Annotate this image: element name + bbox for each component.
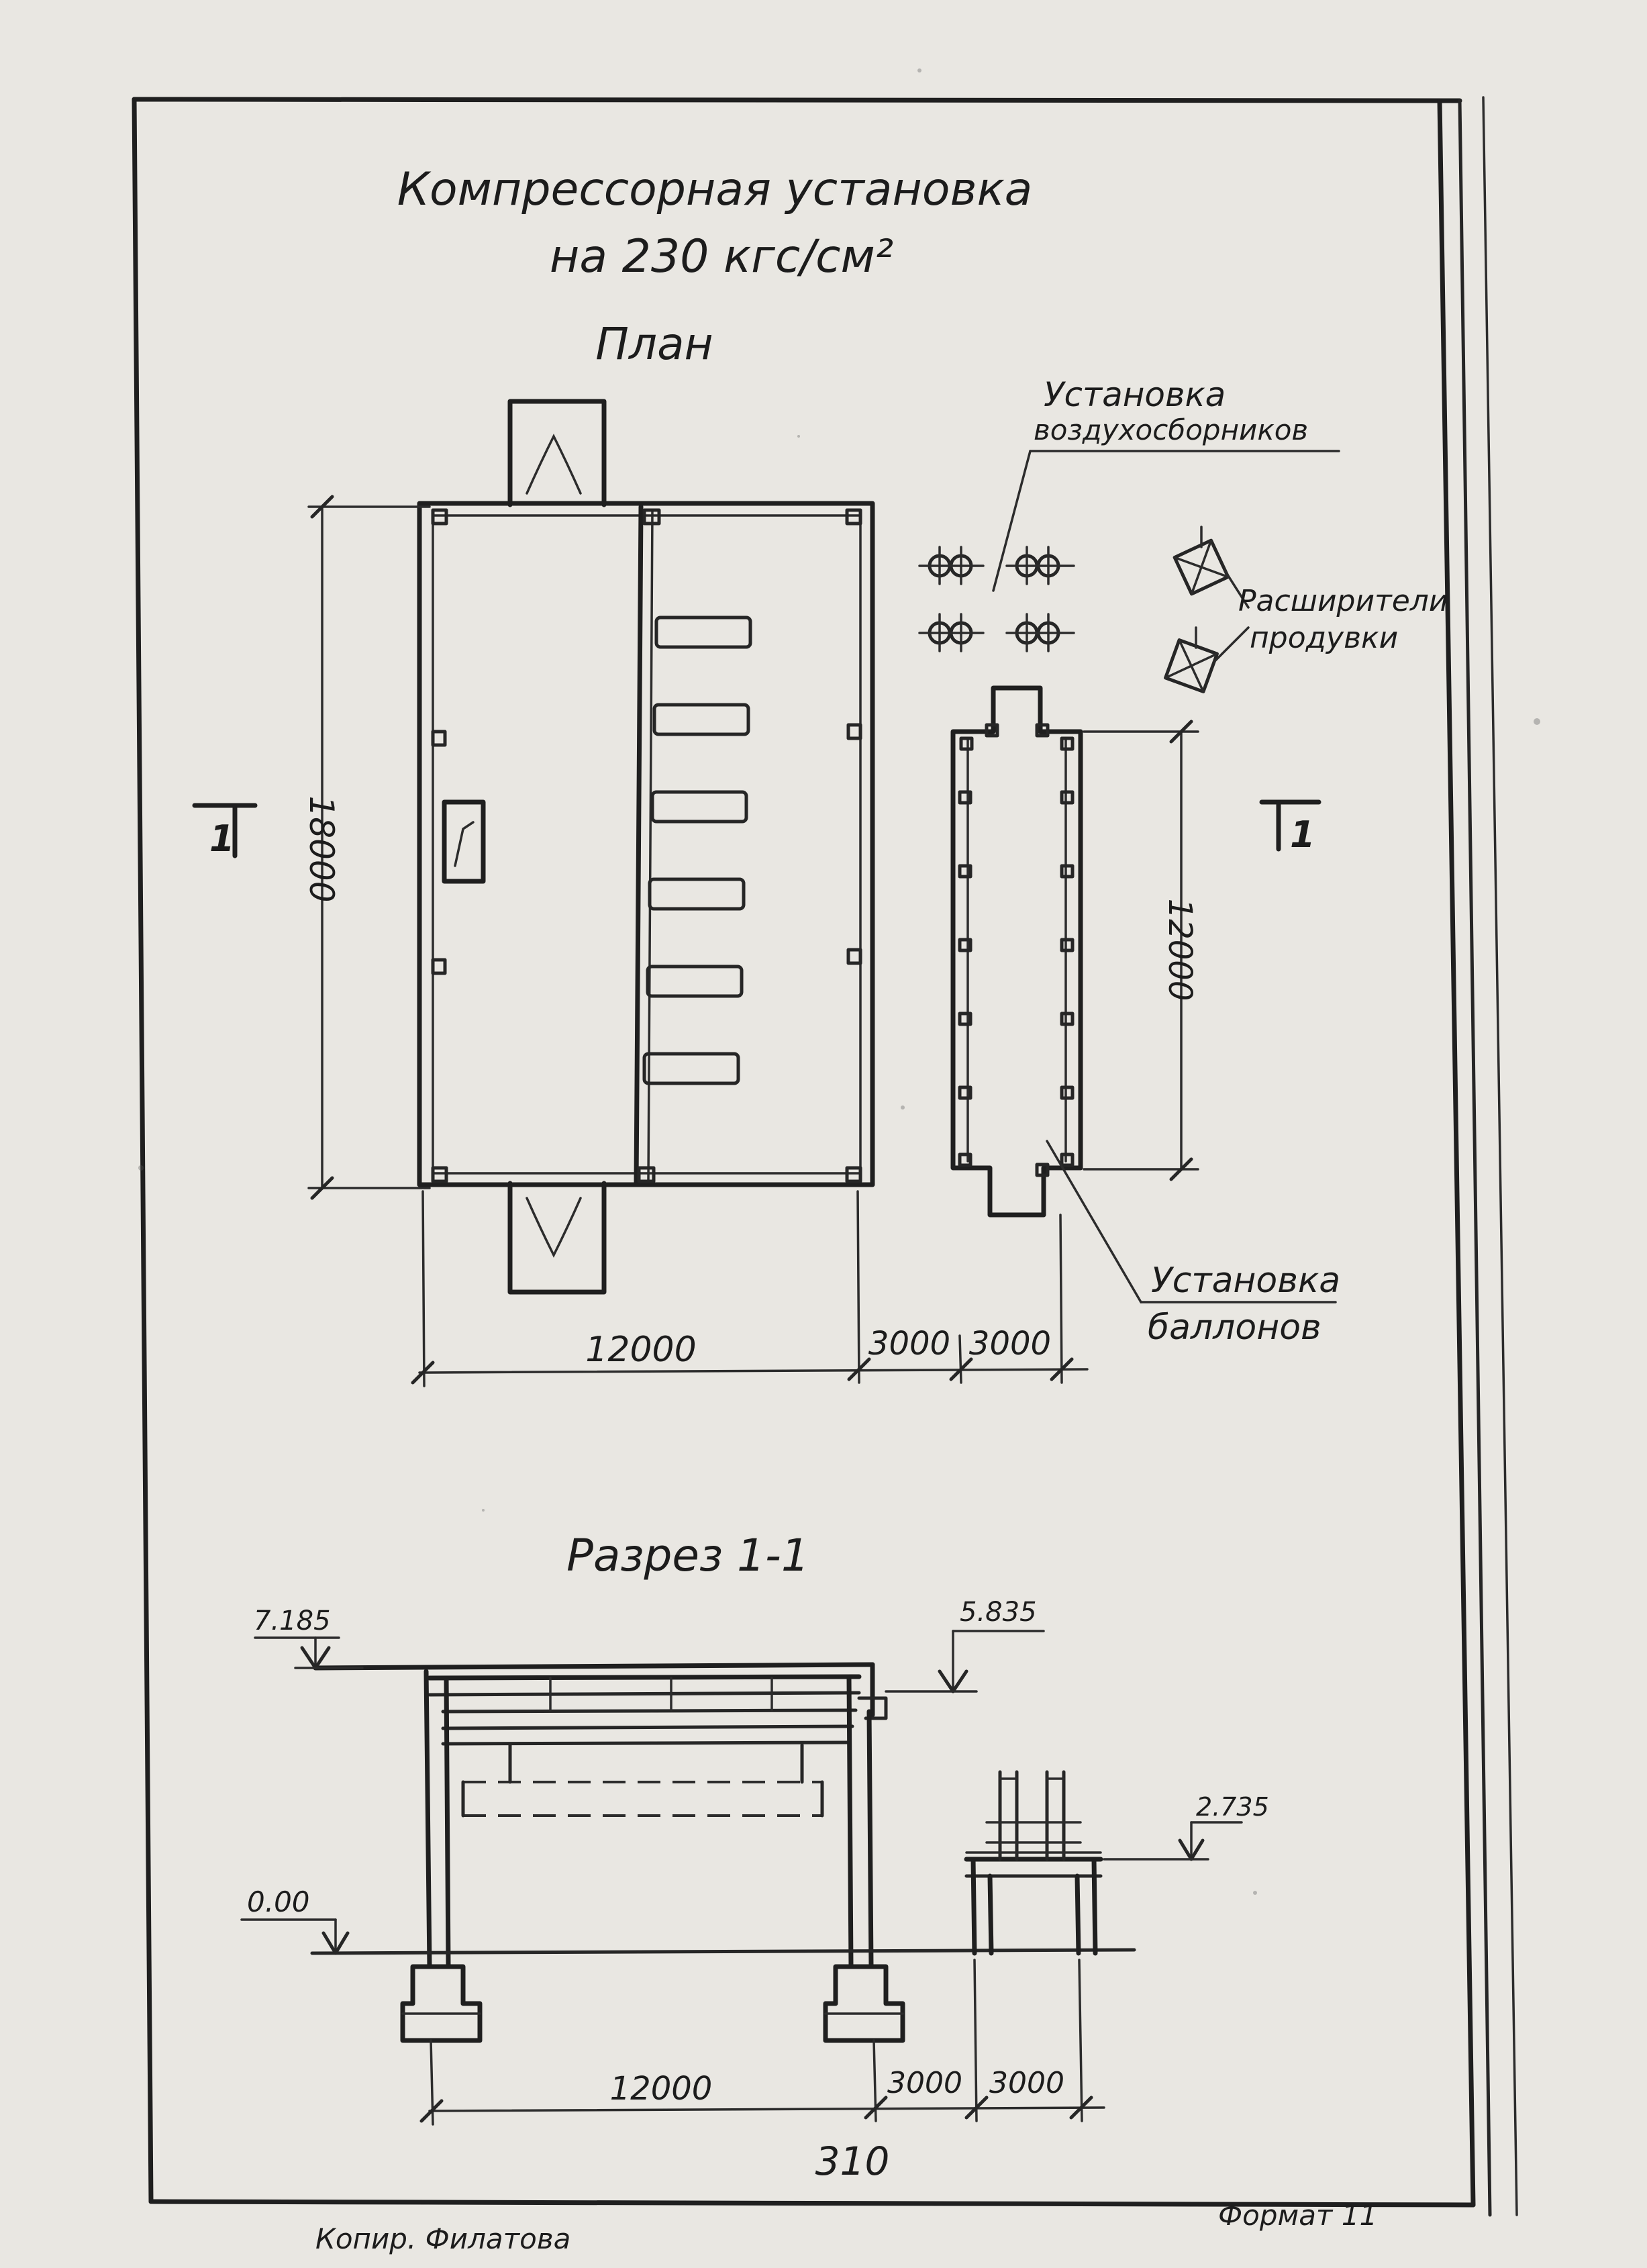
plan-dim-bottom-right: 3000 [969,1325,1051,1363]
cylinder-dim-right-label: 12000 [1161,899,1199,1001]
plan-dim-left [307,495,431,1200]
section-dim-main: 12000 [610,2070,713,2108]
expanders-label-line2: продувки [1250,621,1398,655]
drawing-title-line1: Компрессорная установка [397,163,1033,216]
section-mark-left [192,803,258,858]
section-floor-line [310,1948,1136,1955]
plan-dim-bottom-gap: 3000 [868,1325,950,1363]
expanders-label-line1: Расширители [1238,584,1448,618]
elev-mark-rack [1103,1821,1243,1861]
elev-canopy-label: 5.835 [960,1597,1037,1628]
cylinder-installation-plan [950,685,1083,1218]
blowdown-expanders [1164,526,1230,693]
page-number: 310 [815,2138,890,2184]
section-mark-right [1259,799,1321,852]
cylinder-dim-right [1083,720,1199,1181]
section-label: Разрез 1-1 [566,1530,809,1581]
section-dim-bottom [419,1959,1105,2126]
plan-dim-bottom-main: 12000 [585,1330,696,1370]
section-dim-gap: 3000 [887,2066,962,2100]
elev-mark-top [254,1636,364,1670]
plan-label: План [595,318,713,370]
elev-mark-canopy [885,1630,1045,1693]
section-mark-left-label: 1 [209,818,235,860]
section-mark-right-label: 1 [1290,813,1315,856]
elev-rack-label: 2.735 [1196,1792,1269,1822]
plan-dim-left-label: 18000 [302,795,341,902]
compressor-building-plan [417,399,875,1295]
elev-top-label: 7.185 [254,1606,331,1636]
receivers-label-line2: воздухосборников [1034,413,1308,446]
receivers-label-line1: Установка [1044,375,1226,414]
elev-mark-floor [240,1918,350,1955]
drawing-title-line2: на 230 кгс/см² [550,230,893,283]
plan-dim-bottom [411,1190,1089,1387]
cylinders-label-line2: баллонов [1148,1308,1321,1348]
section-compressor-building [313,1662,905,2043]
elev-floor-label: 0.00 [247,1885,310,1918]
footer-copyist: Копир. Филатова [315,2222,570,2255]
section-dim-right: 3000 [989,2066,1064,2100]
footer-format: Формат 11 [1218,2199,1377,2232]
expanders-leader [1213,569,1250,662]
cylinders-label-line1: Установка [1151,1261,1340,1301]
scan-noise [138,68,1540,1895]
section-cylinder-rack [964,1770,1103,1956]
cylinders-leader [1046,1140,1337,1303]
drawing-frame [132,96,1518,2217]
receivers-leader [992,450,1340,592]
air-receivers-group [918,546,1075,652]
